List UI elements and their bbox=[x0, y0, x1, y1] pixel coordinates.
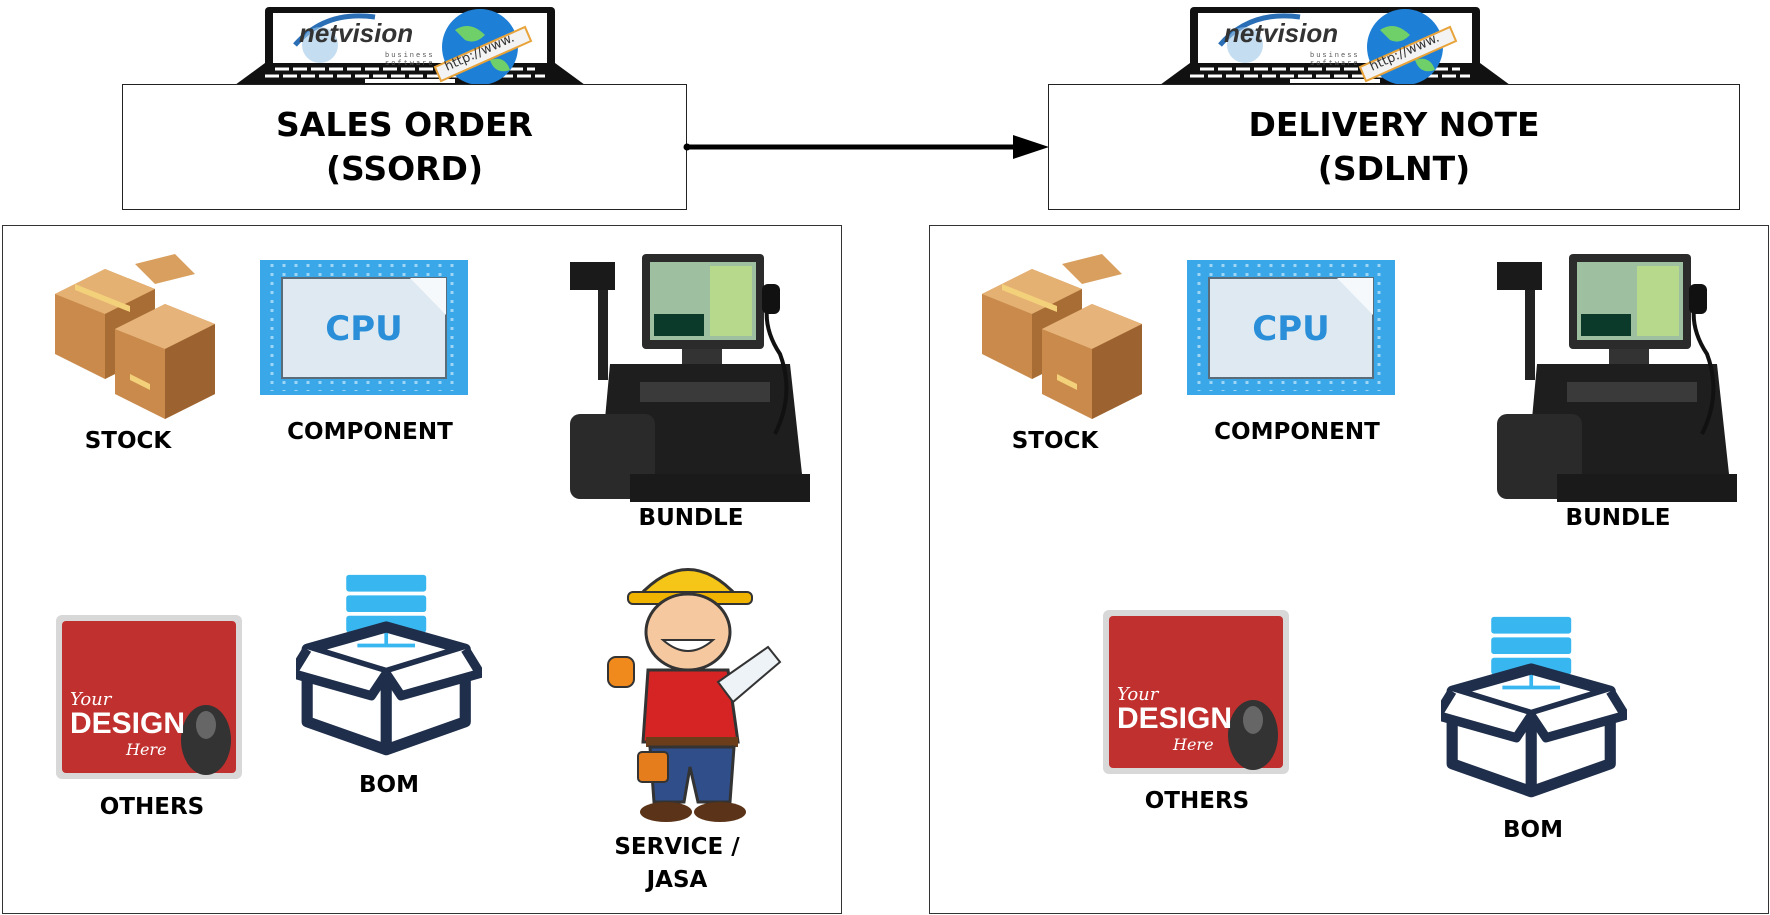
pos-terminal-icon bbox=[1497, 254, 1739, 504]
mousepad-text-design: DESIGN bbox=[1117, 702, 1232, 735]
server-box-icon bbox=[1441, 610, 1627, 806]
sales-order-code: (SSORD) bbox=[325, 149, 484, 188]
service-label-line2: JASA bbox=[646, 867, 708, 893]
service-label-line1: SERVICE / bbox=[614, 834, 740, 860]
stock-icon bbox=[55, 254, 215, 419]
bundle-label: BUNDLE bbox=[1565, 505, 1671, 531]
worker-icon bbox=[606, 568, 782, 824]
mousepad-text-your: Your bbox=[70, 689, 113, 710]
cpu-icon: CPU bbox=[1187, 260, 1395, 395]
bundle-label: BUNDLE bbox=[638, 505, 744, 531]
pos-terminal-icon bbox=[570, 254, 812, 504]
bom-label: BOM bbox=[359, 772, 419, 798]
mousepad-text-here: Here bbox=[1172, 735, 1214, 754]
bom-label: BOM bbox=[1503, 817, 1563, 843]
cpu-icon: CPU bbox=[260, 260, 468, 395]
component-label: COMPONENT bbox=[287, 419, 453, 445]
mousepad-icon: Your DESIGN Here bbox=[56, 615, 242, 779]
stock-icon bbox=[982, 254, 1142, 419]
stock-label: STOCK bbox=[1011, 428, 1099, 454]
mousepad-text-design: DESIGN bbox=[70, 707, 185, 740]
flow-arrow bbox=[683, 135, 1049, 159]
cpu-icon-text: CPU bbox=[1252, 309, 1329, 349]
server-box-icon bbox=[296, 568, 482, 764]
component-label: COMPONENT bbox=[1214, 419, 1380, 445]
service-label: SERVICE / JASA bbox=[614, 831, 739, 897]
others-label: OTHERS bbox=[99, 794, 205, 820]
mousepad-text-your: Your bbox=[1117, 684, 1160, 705]
mousepad-icon: Your DESIGN Here bbox=[1103, 610, 1289, 774]
stock-label: STOCK bbox=[84, 428, 172, 454]
netvision-logo-left bbox=[235, 5, 585, 87]
others-label: OTHERS bbox=[1144, 788, 1250, 814]
delivery-note-box: DELIVERY NOTE (SDLNT) bbox=[1048, 84, 1740, 210]
sales-order-title: SALES ORDER bbox=[276, 105, 533, 144]
delivery-note-code: (SDLNT) bbox=[1317, 149, 1471, 188]
mousepad-text-here: Here bbox=[125, 740, 167, 759]
delivery-note-title: DELIVERY NOTE bbox=[1248, 105, 1540, 144]
cpu-icon-text: CPU bbox=[325, 309, 402, 349]
sales-order-box: SALES ORDER (SSORD) bbox=[122, 84, 687, 210]
netvision-logo-right bbox=[1160, 5, 1510, 87]
